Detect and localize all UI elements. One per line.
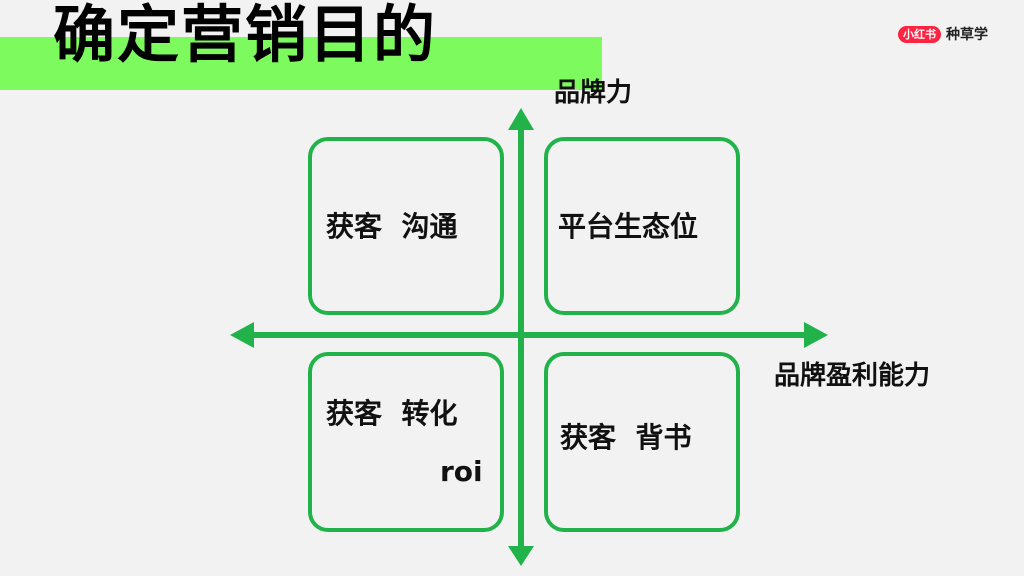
quadrant-top-left — [308, 137, 504, 315]
title-highlight-bar — [0, 37, 602, 90]
quadrant-top-right-text: 平台生态位 — [558, 210, 699, 243]
arrow-down-icon — [508, 546, 534, 566]
quadrant-bottom-left-text: 获客 转化 — [326, 397, 458, 430]
quadrant-bottom-left — [308, 352, 504, 532]
brand-logo: 小红书 种草学 — [898, 24, 988, 44]
quadrant-bottom-right-text: 获客 背书 — [560, 421, 692, 454]
x-axis-label: 品牌盈利能力 — [774, 361, 931, 391]
arrow-right-icon — [804, 322, 828, 348]
quadrant-top-right — [544, 137, 740, 315]
brand-badge: 小红书 — [898, 25, 941, 43]
quadrant-top-left-text: 获客 沟通 — [326, 210, 458, 243]
brand-name: 种草学 — [946, 27, 988, 43]
quadrant-bottom-left-subtext: roi — [440, 455, 483, 488]
arrow-up-icon — [508, 108, 534, 130]
quadrant-bottom-right — [544, 352, 740, 532]
y-axis-label: 品牌力 — [554, 78, 633, 108]
page-title: 确定营销目的 — [53, 0, 438, 71]
arrow-left-icon — [230, 322, 254, 348]
